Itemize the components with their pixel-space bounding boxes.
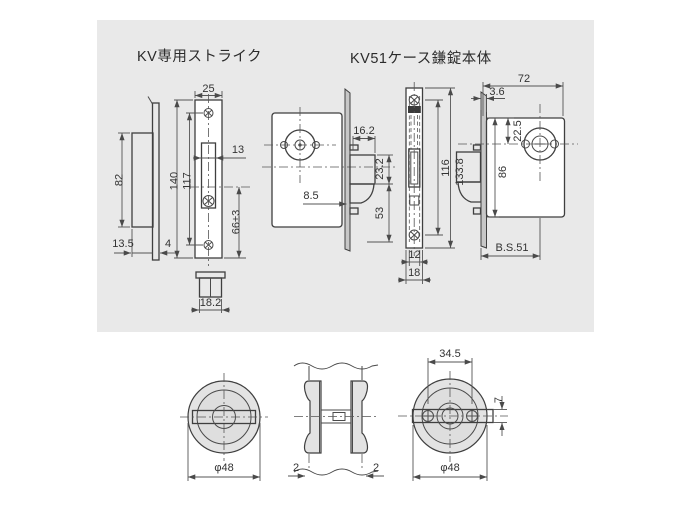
dim-13-5: 13.5: [112, 238, 133, 250]
dim-7: 7: [493, 397, 505, 403]
dim-53: 53: [374, 207, 386, 219]
lock-body-title: KV51ケース鎌錠本体: [350, 50, 492, 67]
dim-4: 4: [165, 238, 171, 250]
dim-16-2: 16.2: [353, 125, 374, 137]
dim-backset: B.S.51: [495, 242, 528, 254]
strike-title: KV専用ストライク: [137, 48, 262, 65]
dim-22-5: 22.5: [512, 120, 524, 141]
dim-117: 117: [182, 172, 194, 190]
dim-clearance-left: 2: [293, 462, 299, 474]
dim-82: 82: [114, 174, 126, 186]
knob-side-view: 2 2: [288, 362, 384, 479]
dim-86: 86: [497, 166, 509, 178]
dim-18-2: 18.2: [200, 297, 221, 309]
dim-3-6: 3.6: [489, 86, 504, 98]
dim-dia48-left: φ48: [214, 462, 233, 474]
dim-dia48-right: φ48: [440, 462, 459, 474]
dim-18: 18: [408, 267, 420, 279]
strike-side-view: 82 13.5 4: [112, 96, 176, 261]
lock-faceplate-view: 116 133.8 12 18: [398, 82, 466, 284]
strike-front-view: 25 140 117 13 66±3: [169, 83, 252, 266]
dim-72: 72: [518, 73, 530, 85]
lock-front-view: 72 3.6 22.5 86 B.S.51: [455, 73, 578, 260]
strike-dust-box-view: 18.2: [191, 271, 230, 313]
dim-66: 66±3: [231, 210, 243, 234]
dim-23-2: 23.2: [374, 158, 386, 179]
dim-13: 13: [232, 144, 244, 156]
knob-front-left: φ48: [180, 373, 268, 481]
dim-25: 25: [202, 83, 214, 95]
dim-12: 12: [408, 249, 420, 261]
dim-clearance-right: 2: [373, 462, 379, 474]
dim-8-5: 8.5: [303, 190, 318, 202]
dim-140: 140: [169, 172, 181, 190]
dim-34-5: 34.5: [439, 348, 460, 360]
lock-rear-view: 16.2 23.2 53 8.5: [262, 87, 396, 252]
knob-front-right: 34.5 7 φ48: [398, 348, 508, 481]
